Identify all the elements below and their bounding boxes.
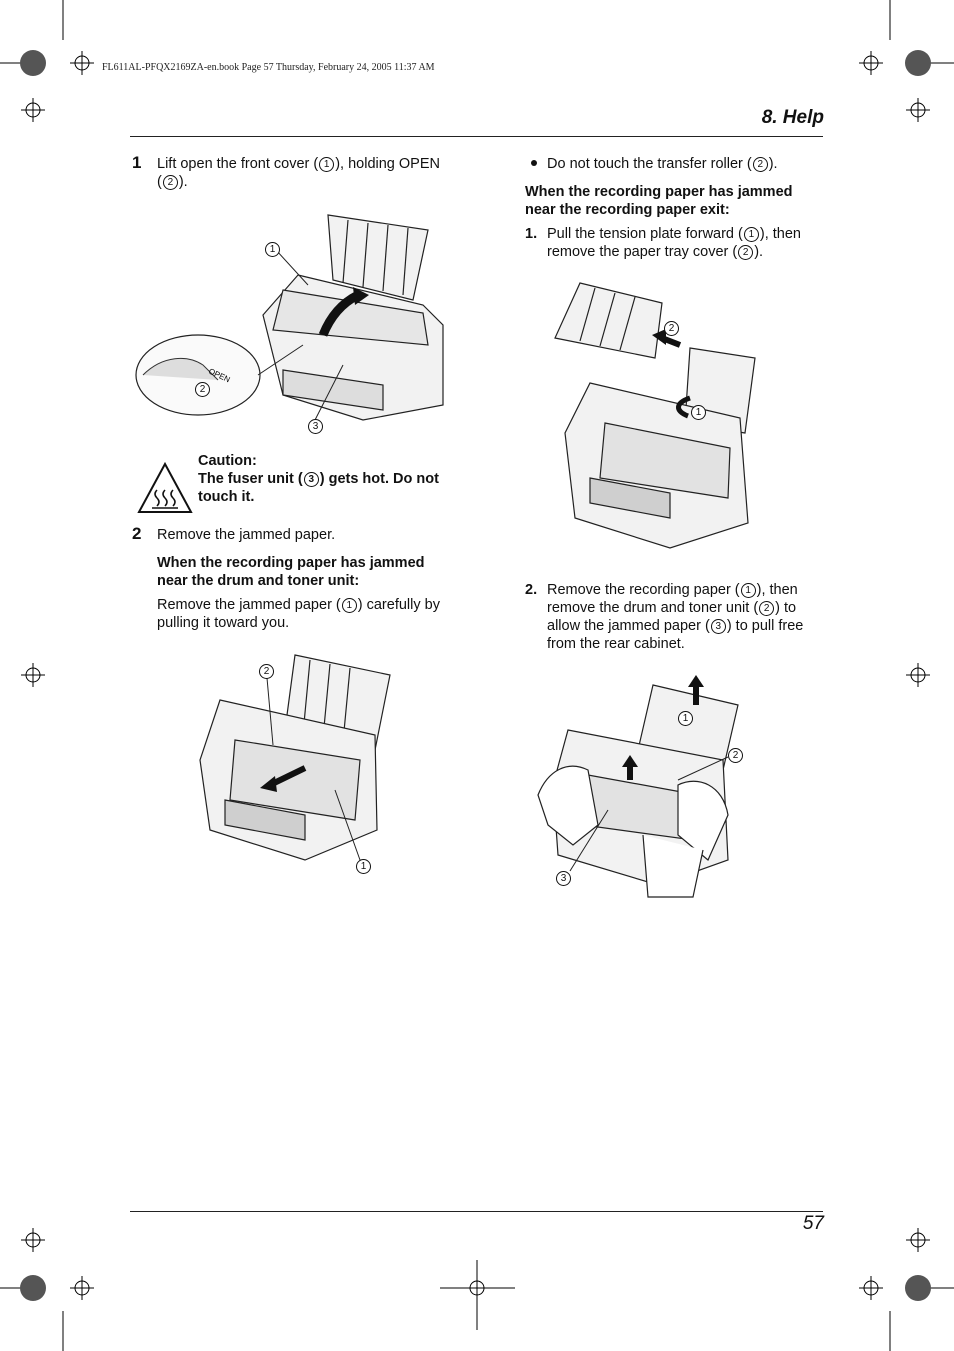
callout-label: 2 — [259, 664, 274, 679]
callout-label: 2 — [195, 382, 210, 397]
callout-label: 2 — [728, 748, 743, 763]
figure-tension-plate: 2 1 — [550, 282, 765, 553]
step-number: 2 — [132, 524, 142, 543]
callout-label: 1 — [356, 859, 371, 874]
callout-label: 3 — [308, 419, 323, 434]
list-number: 2. — [525, 582, 538, 598]
item-2-text: Remove the recording paper (1), then rem… — [547, 582, 804, 652]
footer-rule — [130, 1211, 823, 1212]
item-1-text: Pull the tension plate forward (1), then… — [547, 226, 801, 260]
callout-label: 1 — [265, 242, 280, 257]
remove-paper-text: Remove the jammed paper (1) carefully by… — [157, 597, 440, 631]
bullet-dot — [531, 160, 537, 166]
callout-label: 1 — [678, 711, 693, 726]
figure-remove-drum: 1 2 3 — [528, 675, 758, 900]
caution-block: Caution: The fuser unit (3) gets hot. Do… — [198, 453, 439, 505]
list-number: 1. — [525, 226, 538, 242]
callout-label: 2 — [664, 321, 679, 336]
file-info-header: FL611AL-PFQX2169ZA-en.book Page 57 Thurs… — [102, 62, 435, 73]
callout-label: 3 — [556, 871, 571, 886]
callout-label: 1 — [691, 405, 706, 420]
step-1-text: Lift open the front cover (1), holding O… — [157, 156, 440, 190]
figure-open-front-cover: OPEN 1 2 3 — [133, 205, 448, 437]
step-number: 1 — [132, 153, 142, 172]
step-2-text: Remove the jammed paper. — [157, 527, 336, 543]
page-number: 57 — [802, 1213, 824, 1234]
figure-drum-jam: 2 1 — [195, 650, 391, 875]
header-rule — [130, 136, 823, 137]
hot-surface-warning-icon — [137, 461, 193, 513]
section-title: 8. Help — [761, 107, 824, 128]
transfer-roller-note: Do not touch the transfer roller (2). — [547, 156, 778, 172]
